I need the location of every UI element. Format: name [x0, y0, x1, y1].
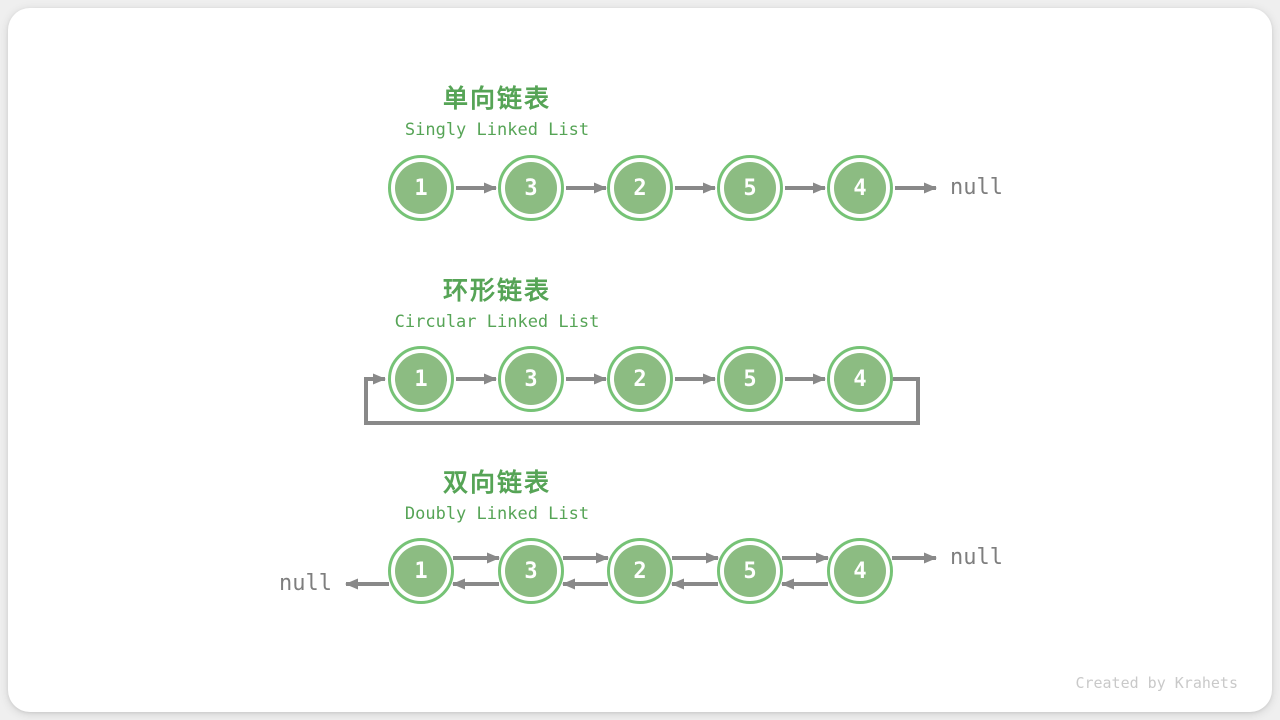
loop-back-arrow [364, 373, 920, 425]
node-value: 2 [614, 545, 666, 597]
node-value: 4 [834, 162, 886, 214]
list-node: 3 [498, 346, 564, 412]
node-value: 1 [395, 545, 447, 597]
node-value: 2 [614, 162, 666, 214]
section-subtitle-doubly: Doubly Linked List [404, 504, 590, 524]
list-node: 4 [827, 538, 893, 604]
node-value: 5 [724, 353, 776, 405]
section-title-doubly: 双向链表 [442, 469, 551, 497]
list-node: 4 [827, 346, 893, 412]
list-node: 1 [388, 538, 454, 604]
node-value: 3 [505, 353, 557, 405]
node-value: 1 [395, 353, 447, 405]
node-value: 2 [614, 353, 666, 405]
section-title-singly: 单向链表 [442, 85, 551, 113]
null-label-tail: null [950, 175, 1003, 200]
list-node: 2 [607, 538, 673, 604]
list-node: 5 [717, 346, 783, 412]
credit-text: Created by Krahets [1075, 674, 1238, 692]
section-subtitle-singly: Singly Linked List [404, 120, 590, 140]
list-node: 2 [607, 155, 673, 221]
list-node: 1 [388, 155, 454, 221]
node-value: 5 [724, 545, 776, 597]
doubly-list-arrows [345, 552, 937, 590]
node-value: 4 [834, 353, 886, 405]
section-title-circular: 环形链表 [442, 277, 551, 305]
node-value: 1 [395, 162, 447, 214]
list-node: 3 [498, 538, 564, 604]
list-node: 5 [717, 155, 783, 221]
list-node: 2 [607, 346, 673, 412]
null-label-head: null [279, 571, 332, 596]
list-node: 5 [717, 538, 783, 604]
list-node: 1 [388, 346, 454, 412]
circular-list-arrows [364, 373, 920, 425]
null-label-tail: null [950, 545, 1003, 570]
node-value: 3 [505, 545, 557, 597]
node-value: 4 [834, 545, 886, 597]
node-value: 3 [505, 162, 557, 214]
list-node: 3 [498, 155, 564, 221]
node-value: 5 [724, 162, 776, 214]
list-node: 4 [827, 155, 893, 221]
section-subtitle-circular: Circular Linked List [394, 312, 600, 332]
